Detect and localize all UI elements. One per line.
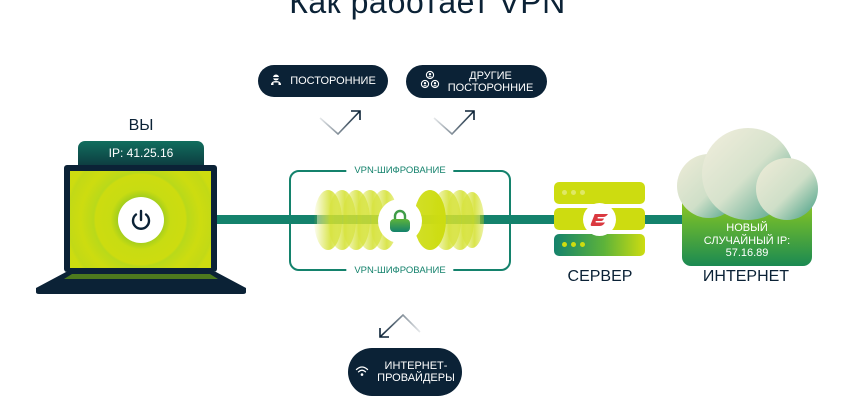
new-random-ip: НОВЫЙ СЛУЧАЙНЫЙ IP: 57.16.89	[682, 222, 812, 260]
connection-line-server-cloud	[630, 215, 690, 224]
vpn-tunnel-frame: VPN-ШИФРОВАНИЕ VPN-ШИФРОВАНИЕ	[289, 165, 511, 276]
wifi-icon	[355, 365, 369, 380]
wave-9	[460, 192, 484, 248]
people-network-icon	[420, 70, 440, 93]
arrow-other-strangers-icon	[433, 110, 475, 136]
server-unit-3	[554, 234, 645, 256]
other-strangers-pill: ДРУГИЕ ПОСТОРОННИЕ	[406, 65, 547, 98]
laptop-display	[70, 171, 211, 268]
connection-line-laptop-tunnel	[217, 215, 317, 224]
expressvpn-logo-icon	[583, 203, 616, 236]
other-strangers-line2: ПОСТОРОННИЕ	[447, 81, 534, 94]
you-label: ВЫ	[128, 117, 154, 134]
server-label: СЕРВЕР	[567, 268, 633, 285]
power-icon	[131, 209, 150, 230]
lock-badge	[378, 199, 422, 243]
laptop-keyboard-base	[36, 272, 246, 294]
page-title: Как работает VPN	[289, 0, 566, 20]
strangers-label: ПОСТОРОННИЕ	[290, 75, 376, 87]
isp-pill: ИНТЕРНЕТ- ПРОВАЙДЕРЫ	[348, 348, 462, 396]
isp-line1: ИНТЕРНЕТ-	[384, 360, 448, 372]
lock-icon	[390, 209, 410, 232]
arrow-strangers-icon	[319, 110, 361, 136]
power-button[interactable]	[117, 196, 164, 243]
laptop	[64, 165, 217, 272]
you-ip-badge: IP: 41.25.16	[78, 141, 204, 167]
cloud-icon	[677, 128, 818, 220]
vpn-encryption-label-bottom: VPN-ШИФРОВАНИЕ	[346, 265, 454, 276]
strangers-pill: ПОСТОРОННИЕ	[258, 65, 388, 97]
other-strangers-line1: ДРУГИЕ	[469, 69, 512, 82]
internet-label: ИНТЕРНЕТ	[702, 268, 790, 285]
server-unit-1	[554, 182, 645, 204]
isp-line2: ПРОВАЙДЕРЫ	[377, 372, 455, 384]
connection-line-tunnel-server	[480, 215, 570, 224]
arrow-isp-icon	[379, 313, 421, 338]
server-stack	[554, 182, 645, 260]
new-ip-line3: 57.16.89	[725, 247, 769, 259]
new-ip-line2: СЛУЧАЙНЫЙ IP:	[703, 234, 791, 247]
hacker-icon	[270, 74, 282, 89]
vpn-encryption-label-top: VPN-ШИФРОВАНИЕ	[346, 165, 454, 176]
new-ip-line1: НОВЫЙ	[726, 222, 768, 234]
